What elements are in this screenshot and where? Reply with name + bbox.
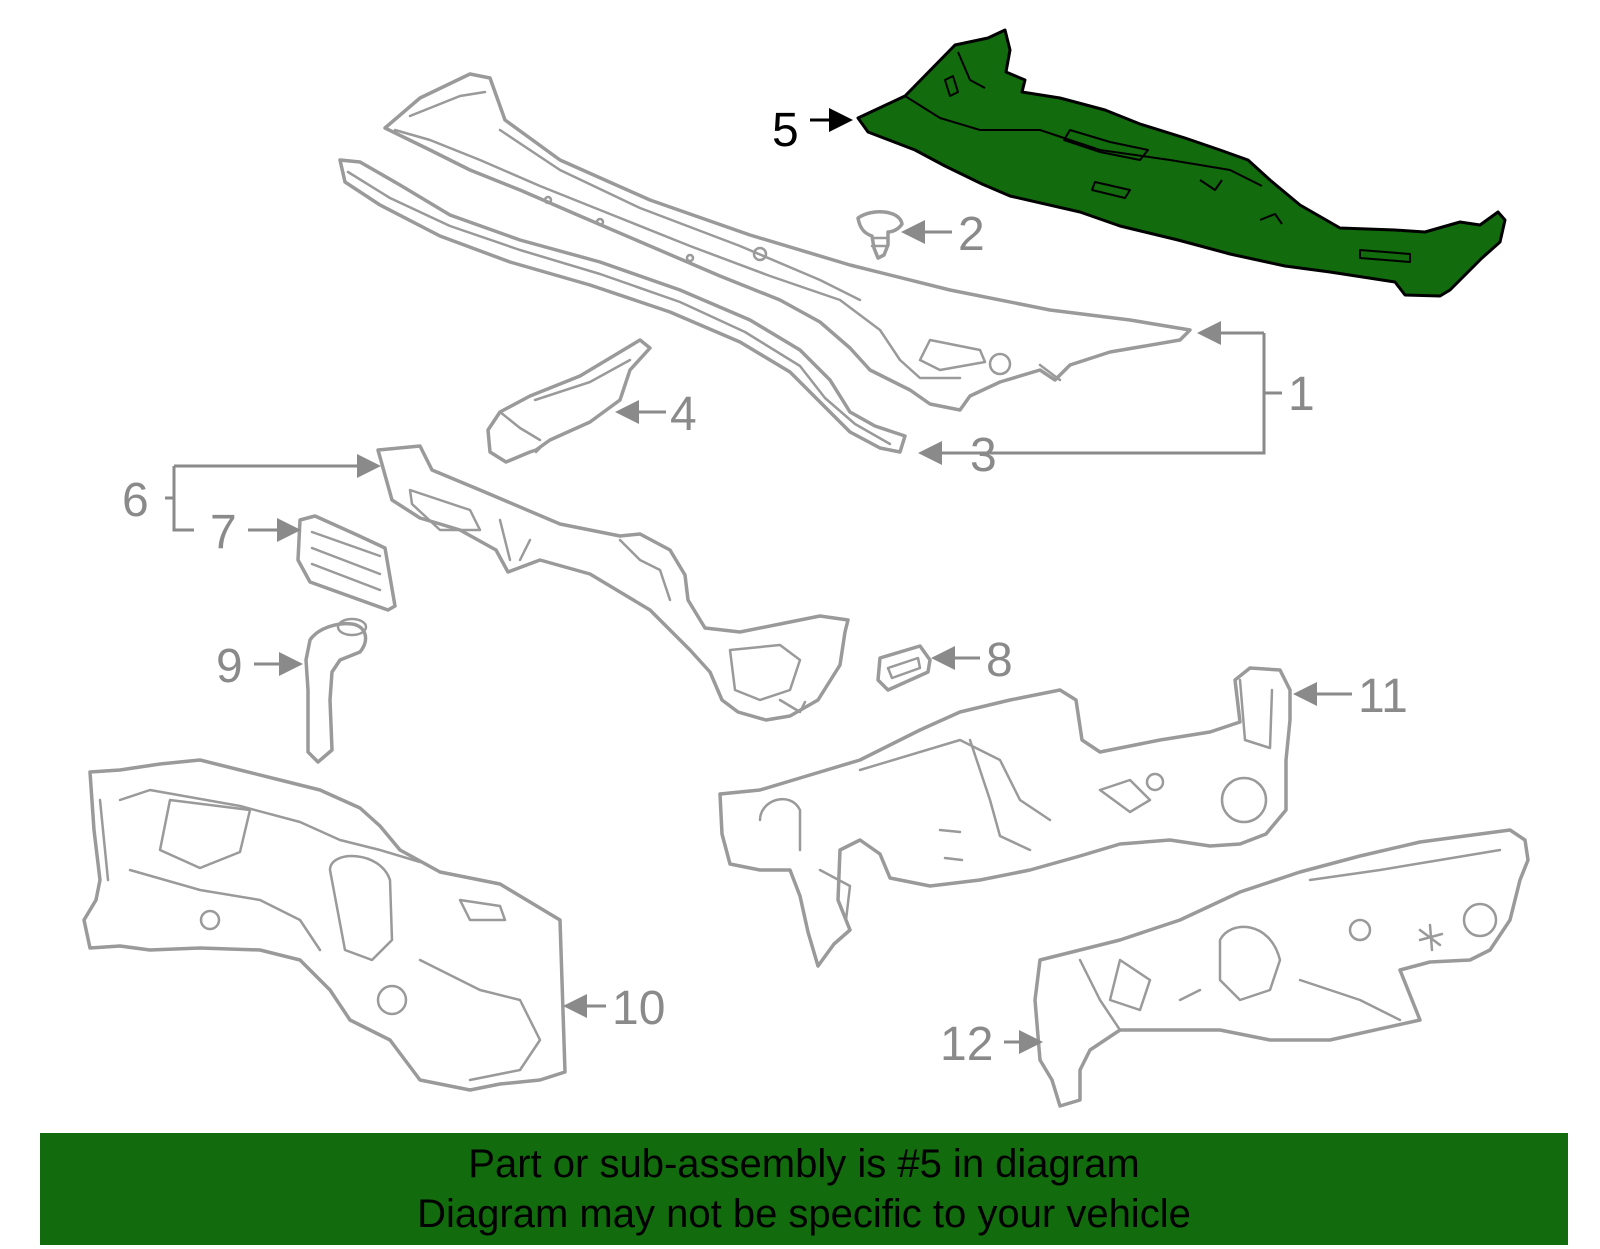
part-5-cowl-panel[interactable]	[856, 28, 1507, 298]
banner-line-disclaimer: Diagram may not be specific to your vehi…	[417, 1192, 1191, 1236]
part-12-dash-lower-structure[interactable]	[1033, 828, 1530, 1108]
callout-12: 12	[940, 1018, 993, 1071]
callout-2: 2	[958, 208, 985, 261]
callout-6: 6	[122, 474, 149, 527]
callout-5: 5	[772, 104, 799, 157]
callout-3: 3	[970, 429, 997, 482]
parts-diagram: 5 2 1 4 3 6 7 8 9 11 10 12	[82, 28, 1530, 1108]
part-9-hose[interactable]	[304, 617, 368, 764]
part-11-dash-upper-structure[interactable]	[718, 666, 1292, 968]
callout-7: 7	[210, 506, 237, 559]
callout-1: 1	[1288, 368, 1315, 421]
part-3-weatherstrip[interactable]	[338, 158, 907, 454]
callout-6-bracket	[165, 454, 381, 532]
part-7-plate[interactable]	[296, 514, 397, 612]
part-6-bracket-assembly[interactable]	[376, 444, 850, 722]
callout-1-bracket	[918, 321, 1282, 465]
part-2-push-clip[interactable]	[856, 210, 904, 260]
part-8-small-plate[interactable]	[876, 644, 932, 692]
callout-10: 10	[612, 982, 665, 1035]
callout-11: 11	[1358, 670, 1408, 723]
part-4-duct[interactable]	[486, 338, 652, 464]
callout-4: 4	[670, 388, 697, 441]
banner-line-part-number: Part or sub-assembly is #5 in diagram	[468, 1142, 1140, 1186]
info-banner: Part or sub-assembly is #5 in diagram Di…	[40, 1133, 1568, 1245]
part-10-dash-panel[interactable]	[82, 758, 567, 1092]
callout-8: 8	[986, 634, 1013, 687]
callout-9: 9	[216, 640, 243, 693]
part-1-cowl-upper[interactable]	[383, 72, 1192, 412]
